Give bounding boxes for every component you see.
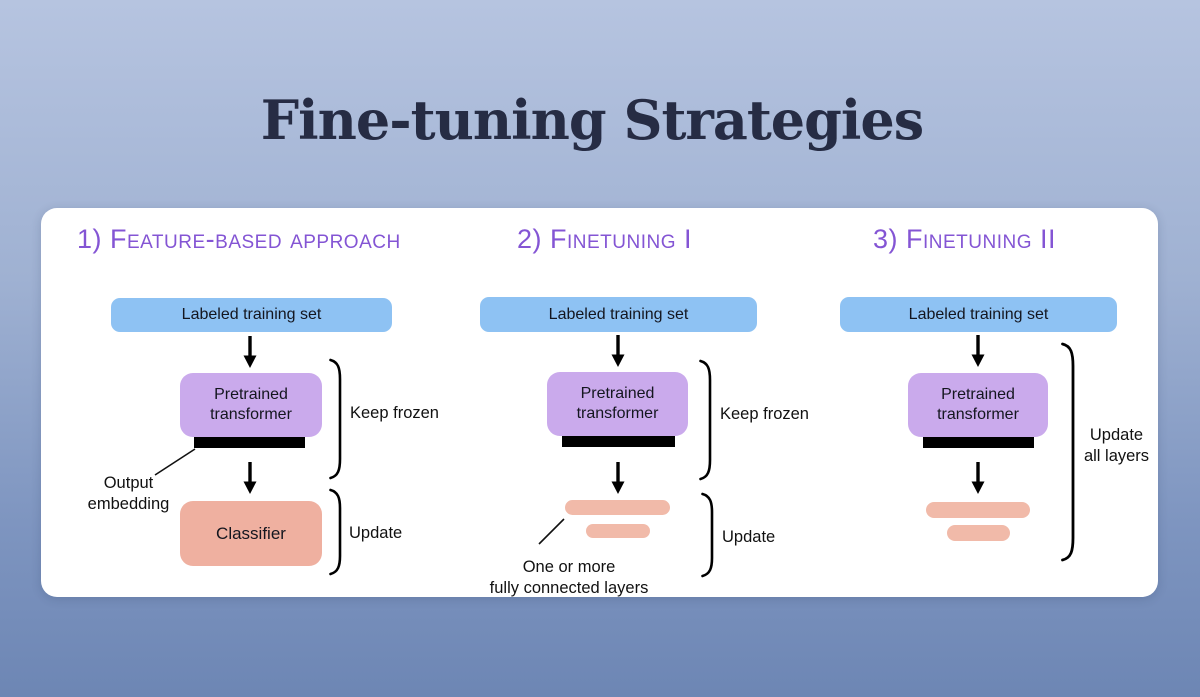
panel-2-heading: 2) Finetuning I: [517, 224, 693, 254]
output-embedding-bar: [562, 436, 675, 447]
panel-3-heading: 3) Finetuning II: [873, 224, 1057, 254]
fully-connected-layer-bar: [586, 524, 650, 538]
output-embedding-annotation: Output embedding: [71, 473, 186, 515]
annotation-line: all layers: [1083, 446, 1150, 465]
update-label: Update: [722, 528, 776, 546]
keep-frozen-brace: [329, 358, 342, 480]
fully-connected-layer-bar: [565, 500, 670, 515]
update-all-layers-brace: [1061, 342, 1075, 562]
panel-1-heading: 1) Feature-based approach: [77, 224, 401, 254]
annotation-line: Output: [103, 474, 154, 492]
fc-layers-annotation: One or more fully connected layers: [464, 557, 674, 599]
annotation-line: Update: [1089, 426, 1144, 444]
update-label: Update: [349, 524, 403, 542]
pretrained-transformer-box: Pretrained transformer: [180, 373, 322, 437]
down-arrow-icon: [611, 462, 625, 494]
keep-frozen-label: Keep frozen: [350, 404, 439, 422]
output-embedding-pointer-line: [154, 448, 196, 476]
down-arrow-icon: [243, 336, 257, 368]
slide-title: Fine-tuning Strategies: [260, 88, 924, 153]
classifier-box: Classifier: [180, 501, 322, 566]
keep-frozen-label: Keep frozen: [720, 405, 809, 423]
keep-frozen-brace: [699, 359, 712, 481]
output-embedding-bar: [194, 437, 305, 448]
down-arrow-icon: [971, 462, 985, 494]
labeled-training-set-box: Labeled training set: [111, 298, 392, 332]
annotation-line: fully connected layers: [489, 578, 649, 597]
update-brace: [329, 488, 342, 576]
labeled-training-set-box: Labeled training set: [840, 297, 1117, 332]
fc-layers-pointer-line: [538, 518, 565, 545]
output-embedding-bar: [923, 437, 1034, 448]
annotation-line: embedding: [87, 494, 170, 513]
labeled-training-set-box: Labeled training set: [480, 297, 757, 332]
update-brace: [701, 492, 714, 578]
pretrained-transformer-box: Pretrained transformer: [547, 372, 688, 436]
pretrained-transformer-box: Pretrained transformer: [908, 373, 1048, 437]
down-arrow-icon: [971, 335, 985, 367]
update-all-layers-label: Update all layers: [1074, 425, 1159, 467]
down-arrow-icon: [243, 462, 257, 494]
fully-connected-layer-bar: [947, 525, 1010, 541]
strategies-card: 1) Feature-based approach Labeled traini…: [41, 208, 1158, 597]
down-arrow-icon: [611, 335, 625, 367]
fully-connected-layer-bar: [926, 502, 1030, 518]
annotation-line: One or more: [522, 558, 616, 576]
